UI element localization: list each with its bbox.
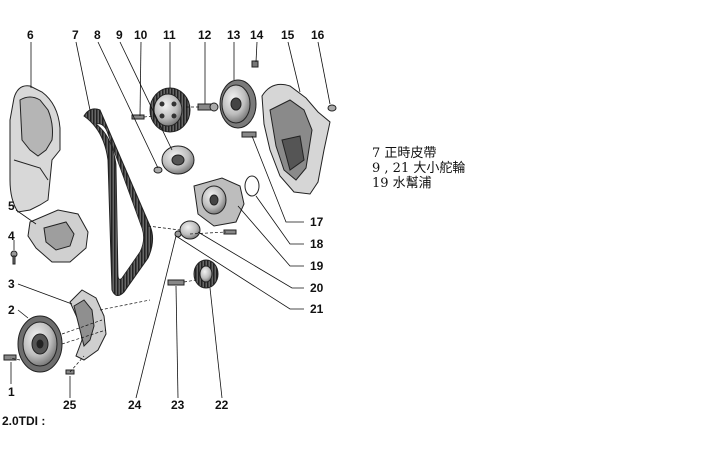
callout-8: 8 bbox=[94, 28, 101, 42]
callout-12: 12 bbox=[198, 28, 212, 42]
timing-belt bbox=[83, 108, 154, 296]
callout-7: 7 bbox=[72, 28, 79, 42]
bolt-14 bbox=[251, 60, 259, 68]
callout-3: 3 bbox=[8, 277, 15, 291]
pump-sprocket bbox=[219, 79, 257, 129]
rear-cover-plate bbox=[261, 83, 331, 195]
callout-4: 4 bbox=[8, 229, 15, 243]
bolt-12 bbox=[197, 102, 219, 112]
callout-11: 11 bbox=[163, 28, 176, 42]
legend-line-sprockets: 9 , 21 大小舵輪 bbox=[372, 161, 466, 176]
upper-timing-cover bbox=[9, 85, 61, 213]
assembly-guides bbox=[9, 106, 227, 373]
bolt-17 bbox=[241, 131, 257, 138]
callout-21: 21 bbox=[310, 302, 324, 316]
tensioner-roller bbox=[161, 145, 195, 175]
callout-22: 22 bbox=[215, 398, 229, 412]
washer-9 bbox=[153, 166, 163, 174]
washer-16 bbox=[327, 104, 337, 112]
crankshaft-sprocket bbox=[193, 259, 219, 289]
callout-23: 23 bbox=[171, 398, 185, 412]
bolt-21 bbox=[223, 229, 237, 235]
callout-numbers: 1 2 3 4 5 6 7 8 9 10 11 12 13 14 15 16 1… bbox=[8, 28, 325, 412]
callout-17: 17 bbox=[310, 215, 324, 229]
callout-24: 24 bbox=[128, 398, 142, 412]
middle-timing-cover bbox=[27, 209, 89, 263]
callout-25: 25 bbox=[63, 398, 77, 412]
parts-legend: 7 正時皮帶 9 , 21 大小舵輪 19 水幫浦 bbox=[372, 146, 465, 191]
engine-caption: 2.0TDI : bbox=[2, 414, 46, 428]
callout-1: 1 bbox=[8, 385, 15, 399]
callout-10: 10 bbox=[134, 28, 148, 42]
callout-13: 13 bbox=[227, 28, 241, 42]
callout-5: 5 bbox=[8, 199, 15, 213]
bolt-23 bbox=[167, 279, 185, 286]
bolt-1 bbox=[3, 354, 17, 361]
callout-15: 15 bbox=[281, 28, 295, 42]
callout-19: 19 bbox=[310, 259, 324, 273]
callout-18: 18 bbox=[310, 237, 324, 251]
callout-16: 16 bbox=[311, 28, 325, 42]
bolt-4 bbox=[10, 250, 18, 265]
legend-line-water-pump: 19 水幫浦 bbox=[372, 176, 432, 191]
water-pump bbox=[193, 177, 245, 227]
pump-seal-18 bbox=[244, 175, 260, 197]
callout-2: 2 bbox=[8, 303, 15, 317]
callout-14: 14 bbox=[250, 28, 264, 42]
camshaft-sprocket bbox=[149, 87, 191, 133]
callout-6: 6 bbox=[27, 28, 34, 42]
callout-20: 20 bbox=[310, 281, 324, 295]
legend-line-timing-belt: 7 正時皮帶 bbox=[372, 146, 437, 161]
leader-lines bbox=[10, 41, 331, 399]
callout-9: 9 bbox=[116, 28, 123, 42]
crankshaft-pulley bbox=[17, 315, 63, 373]
